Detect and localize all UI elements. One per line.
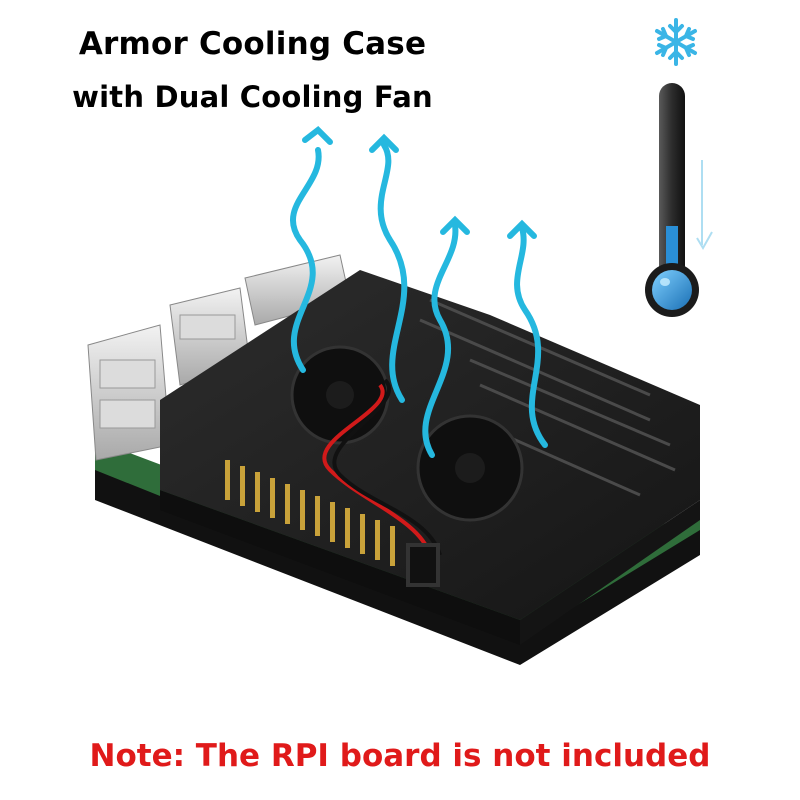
- headline-title: Armor Cooling Case: [78, 26, 427, 62]
- disclaimer-note: Note: The RPI board is not included: [89, 738, 711, 774]
- cooling-fan-1: [290, 345, 390, 445]
- airflow-arrow-icon: [290, 126, 548, 458]
- headline-subtitle: with Dual Cooling Fan: [72, 80, 433, 114]
- thermometer-icon: [645, 83, 713, 317]
- snowflake-icon: [655, 18, 697, 66]
- cooling-fan-2: [416, 414, 524, 522]
- fan-wires: [322, 378, 442, 587]
- gpio-header: [225, 460, 395, 566]
